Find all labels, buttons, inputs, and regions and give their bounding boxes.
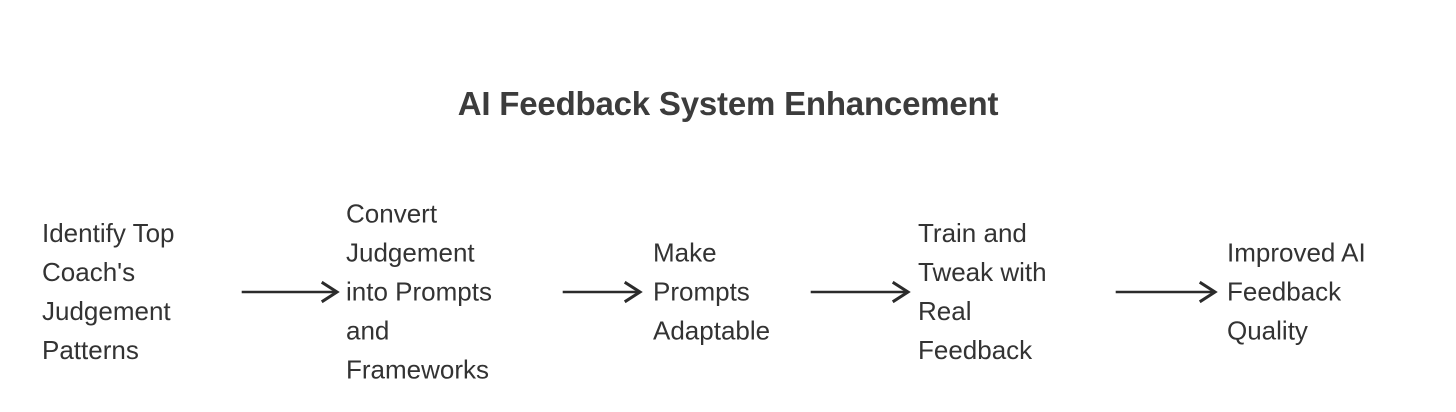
flow-node-4: Train and Tweak with Real Feedback [918,218,1047,365]
arrow-right-icon [1115,280,1218,304]
flow-node-2: Convert Judgement into Prompts and Frame… [346,198,492,385]
flow-node-3: Make Prompts Adaptable [653,237,771,346]
flow-arrow-2 [562,280,643,304]
arrow-right-icon [810,280,911,304]
flow-arrow-3 [810,280,911,304]
flow-node-5: Improved AI Feedback Quality [1227,237,1366,346]
flow-arrow-1 [241,280,340,304]
flow-arrow-4 [1115,280,1218,304]
flow-node-1: Identify Top Coach's Judgement Patterns [42,218,175,365]
page-title: AI Feedback System Enhancement [457,85,999,122]
arrow-right-icon [562,280,643,304]
arrow-right-icon [241,280,340,304]
